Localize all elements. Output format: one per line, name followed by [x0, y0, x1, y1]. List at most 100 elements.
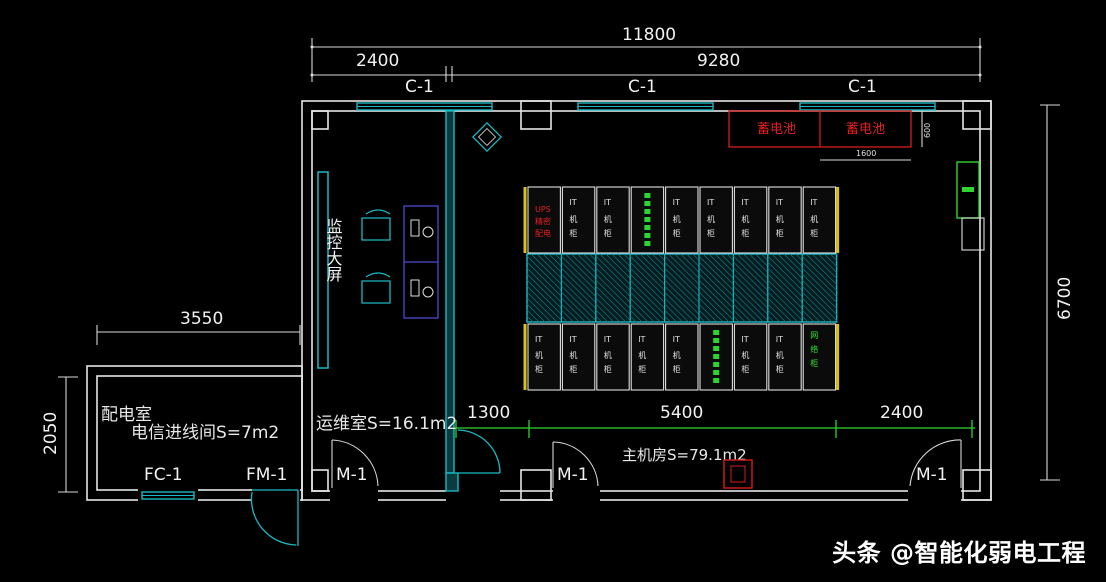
dim-annex-depth: 2050: [41, 412, 61, 455]
dim-segment-right: 2400: [880, 403, 923, 423]
rack-label: IT: [707, 198, 714, 207]
rack-label: 机: [638, 350, 646, 360]
rack-label: 柜: [569, 364, 577, 374]
hatch-line: [702, 253, 734, 285]
hatch-line: [633, 253, 665, 285]
hatch-line: [623, 253, 631, 261]
hatch-line: [733, 309, 746, 323]
hatch-line: [526, 309, 540, 323]
top-rack: [733, 186, 768, 254]
hatch-line: [526, 297, 552, 323]
hatch-line: [554, 253, 562, 261]
rack-label: IT: [569, 198, 576, 207]
rack-label: 柜: [604, 364, 612, 374]
hatch-line: [664, 261, 700, 297]
hatch-line: [526, 267, 562, 303]
rack-label: IT: [638, 335, 645, 344]
hatch-line: [595, 315, 603, 323]
hatch-line: [698, 309, 712, 323]
window-label-c1-a: C-1: [405, 77, 434, 97]
top-rack: [699, 186, 733, 254]
hatch-line: [733, 303, 752, 323]
hatch-line: [755, 253, 769, 267]
hatch-line: [698, 267, 734, 303]
hatch-line: [733, 267, 769, 303]
hatch-line: [801, 261, 837, 297]
dim-ups-depth: 600: [923, 123, 932, 138]
rack-label: 络: [810, 344, 818, 354]
hatch-line: [767, 315, 775, 323]
hatch-line: [571, 253, 597, 279]
dim-segment-mid: 5400: [660, 403, 703, 423]
hatch-line: [561, 309, 574, 323]
rack-label: 机: [604, 350, 612, 360]
battery-label-1: 蓄电池: [757, 122, 796, 137]
hatch-line: [767, 261, 803, 297]
hatch-line: [698, 315, 706, 323]
hatch-line: [530, 253, 562, 285]
server-rack-area: UPS精密配电IT机柜IT机柜IT机柜IT机柜IT机柜IT机柜IT机柜IT机柜I…: [523, 186, 840, 391]
hatch-line: [526, 255, 562, 291]
doors: [250, 429, 962, 546]
hatch-line: [761, 253, 769, 261]
hatch-line: [595, 279, 631, 315]
hatch-line: [595, 285, 631, 321]
hatch-line: [595, 261, 631, 297]
hatch-line: [657, 253, 665, 261]
status-led: [644, 201, 651, 206]
hatch-line: [668, 253, 700, 285]
battery-label-2: 蓄电池: [846, 122, 885, 137]
machine-room-dimension-lines: [455, 420, 975, 438]
air-conditioner-icon: [471, 121, 503, 153]
hatch-line: [771, 253, 803, 285]
video-wall-label: 监控大屏: [324, 218, 343, 282]
hatch-line: [664, 255, 700, 291]
hatch-line: [767, 285, 803, 321]
top-rack: [561, 186, 596, 254]
power-room-label: 配电室: [101, 405, 152, 425]
rack-label: IT: [569, 335, 576, 344]
hatch-line: [595, 267, 631, 303]
status-led: [644, 241, 651, 246]
hatch-line: [777, 253, 803, 279]
hatch-line: [801, 303, 821, 323]
cold-aisle: [526, 253, 838, 323]
windows: [141, 102, 936, 500]
door-label-m1-c: M-1: [916, 465, 948, 485]
hatch-line: [548, 253, 562, 267]
hatch-line: [733, 315, 740, 323]
hatch-line: [664, 285, 700, 321]
hatch-line: [526, 303, 546, 323]
precision-ac-unit: [956, 161, 985, 251]
main-walls: [301, 100, 992, 502]
bottom-rack: [665, 323, 699, 391]
hatch-line: [664, 267, 700, 303]
hatch-line: [664, 303, 683, 323]
rack-label: 机: [604, 214, 612, 224]
bottom-rack: [802, 323, 837, 391]
ups-dimension-lines: [820, 111, 923, 161]
hatch-line: [526, 291, 558, 323]
hatch-line: [561, 297, 586, 323]
hatch-line: [767, 297, 793, 323]
hatch-line: [698, 261, 734, 297]
hatch-line: [639, 253, 665, 279]
door-label-m1-b: M-1: [557, 465, 589, 485]
rack-label: IT: [535, 335, 542, 344]
hatch-line: [767, 267, 803, 303]
hatch-line: [749, 253, 769, 273]
hatch-line: [629, 297, 655, 323]
hatch-line: [664, 279, 700, 315]
hatch-line: [733, 297, 758, 323]
rack-label: 机: [569, 350, 577, 360]
door-label-fm1: FM-1: [246, 465, 287, 485]
hatch-line: [629, 273, 665, 309]
rack-label: 柜: [741, 364, 749, 374]
window-label-fc1: FC-1: [144, 465, 183, 485]
rack-label: IT: [604, 335, 611, 344]
status-led: [644, 233, 651, 238]
rack-label: 机: [776, 350, 784, 360]
hatch-line: [629, 309, 643, 323]
rack-label: IT: [810, 198, 817, 207]
video-wall: [317, 171, 329, 369]
